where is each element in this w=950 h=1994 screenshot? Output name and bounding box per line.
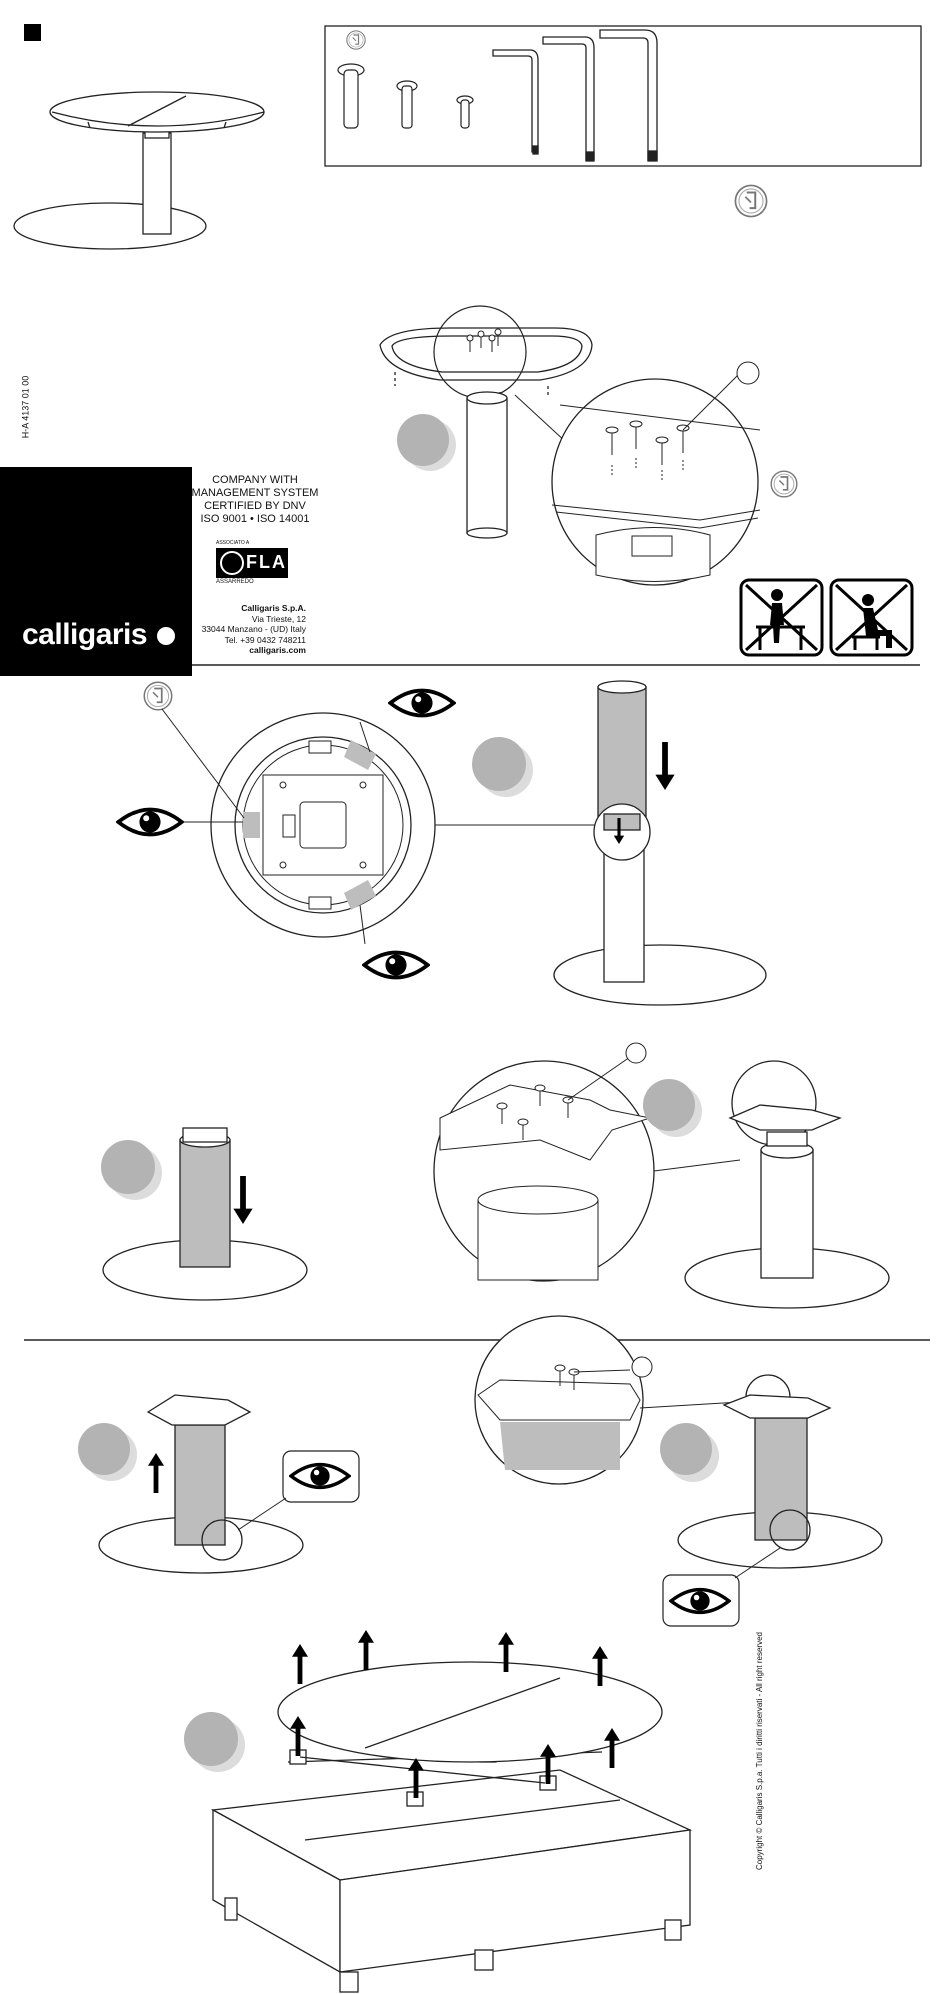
hardware-box	[325, 26, 921, 166]
step1-detail	[552, 373, 760, 585]
company-address: Calligaris S.p.A. Via Trieste, 12 33044 …	[190, 603, 306, 656]
document-code: H-A 4137 01 00	[20, 376, 30, 439]
step1-marker	[397, 414, 456, 471]
no-sitting-icon	[831, 580, 912, 655]
brand-mark-icon	[157, 627, 175, 645]
fla-name: FLA	[246, 552, 287, 573]
brand-logo: calligaris	[22, 618, 175, 652]
step3-detail	[434, 1057, 654, 1281]
no-standing-icon	[741, 580, 822, 655]
step2-column-insert	[554, 681, 766, 1005]
cert-line-2: MANAGEMENT SYSTEM	[188, 487, 322, 500]
cert-line-3: CERTIFIED BY DNV	[188, 500, 322, 513]
step1-column	[467, 392, 507, 538]
cert-line-1: COMPANY WITH	[188, 474, 322, 487]
column-bottom-view	[211, 713, 435, 937]
fla-badge: FLA	[216, 548, 288, 578]
step5-marker	[184, 1712, 245, 1772]
certification-block: COMPANY WITH MANAGEMENT SYSTEM CERTIFIED…	[188, 474, 322, 526]
company-name: Calligaris S.p.A.	[190, 603, 306, 614]
step4-marker	[78, 1423, 137, 1481]
step4-detail	[475, 1316, 643, 1484]
copyright-notice: Copyright © Calligaris S.p.a. Tutti i di…	[755, 1632, 764, 1870]
step2-marker	[472, 737, 533, 797]
company-street: Via Trieste, 12	[190, 614, 306, 625]
section-marker-square	[24, 24, 41, 41]
company-web: calligaris.com	[190, 645, 306, 656]
fla-top-text: ASSOCIATO A	[216, 540, 288, 546]
fla-sub-text: ASSARREDO	[216, 579, 254, 585]
brand-name: calligaris	[22, 618, 147, 651]
step3-marker	[101, 1140, 162, 1200]
cert-line-4: ISO 9001 • ISO 14001	[188, 513, 322, 526]
fla-logo: ASSOCIATO A FLA ASSARREDO	[216, 540, 288, 588]
company-phone: Tel. +39 0432 748211	[190, 635, 306, 646]
company-city: 33044 Manzano - (UD) Italy	[190, 624, 306, 635]
step4b-marker	[660, 1423, 719, 1482]
table-overview-drawing	[14, 92, 264, 249]
step4-column-up	[99, 1395, 303, 1573]
step3b-assembly	[685, 1061, 889, 1308]
unboxing-drawing	[213, 1662, 690, 1992]
step3b-marker	[643, 1079, 702, 1137]
